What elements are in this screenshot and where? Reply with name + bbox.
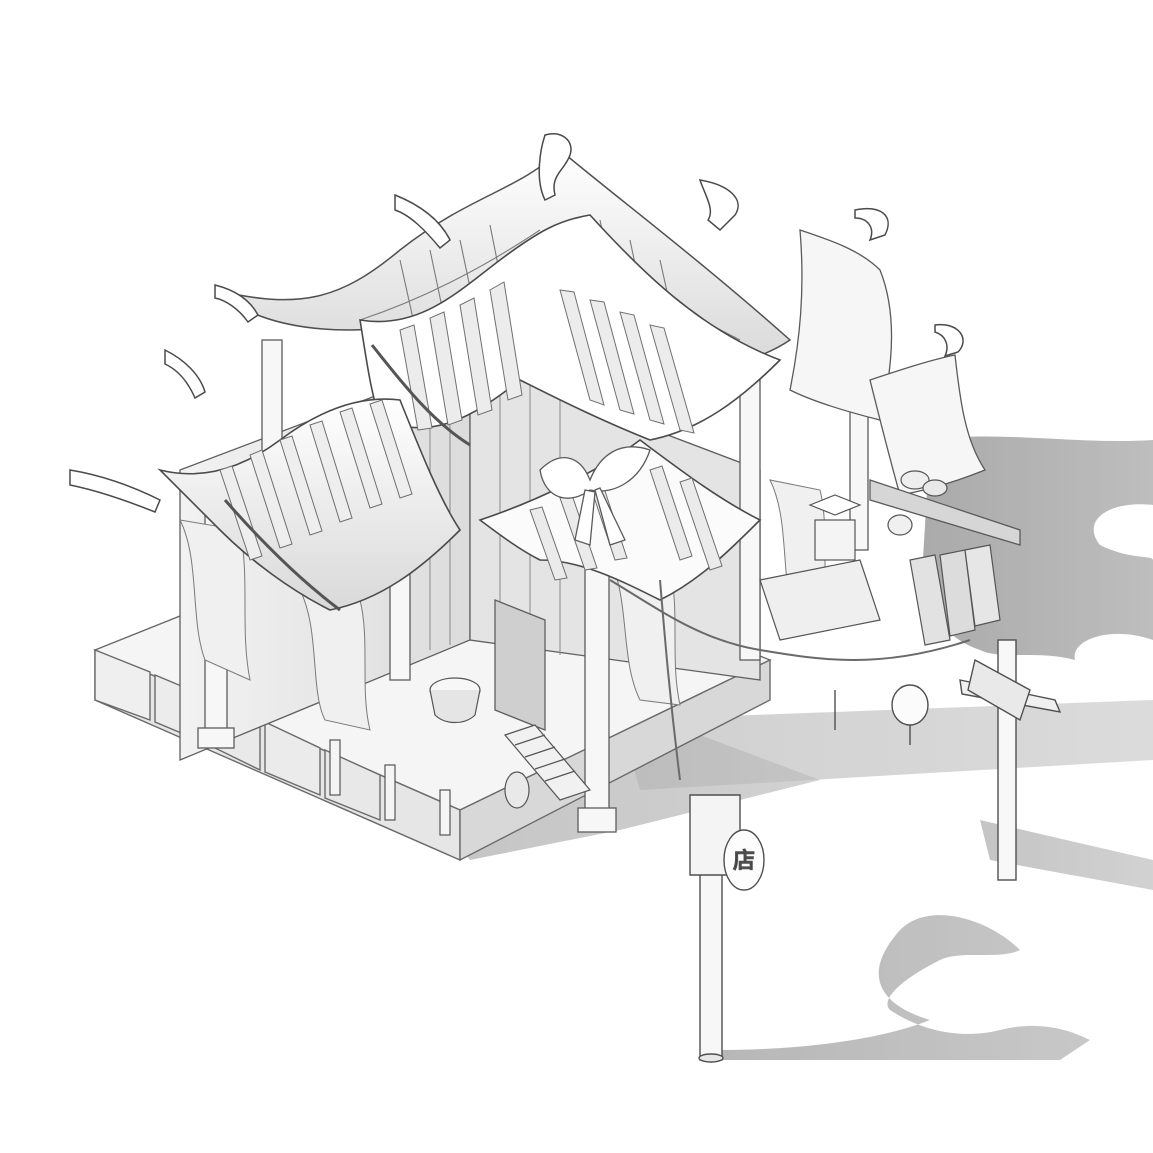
rope-line xyxy=(609,579,971,781)
roof-front-left xyxy=(157,398,462,612)
shop-sign-glyph: 店 xyxy=(733,849,755,874)
banner-canopy xyxy=(789,229,1021,546)
signpost: 店 xyxy=(689,794,765,1063)
front-props xyxy=(329,677,592,836)
roof-main xyxy=(359,214,782,447)
market-goods xyxy=(759,470,1001,646)
eave-ornaments xyxy=(69,133,964,513)
ribbon-bow xyxy=(539,446,651,546)
gate-posts xyxy=(834,639,1062,881)
